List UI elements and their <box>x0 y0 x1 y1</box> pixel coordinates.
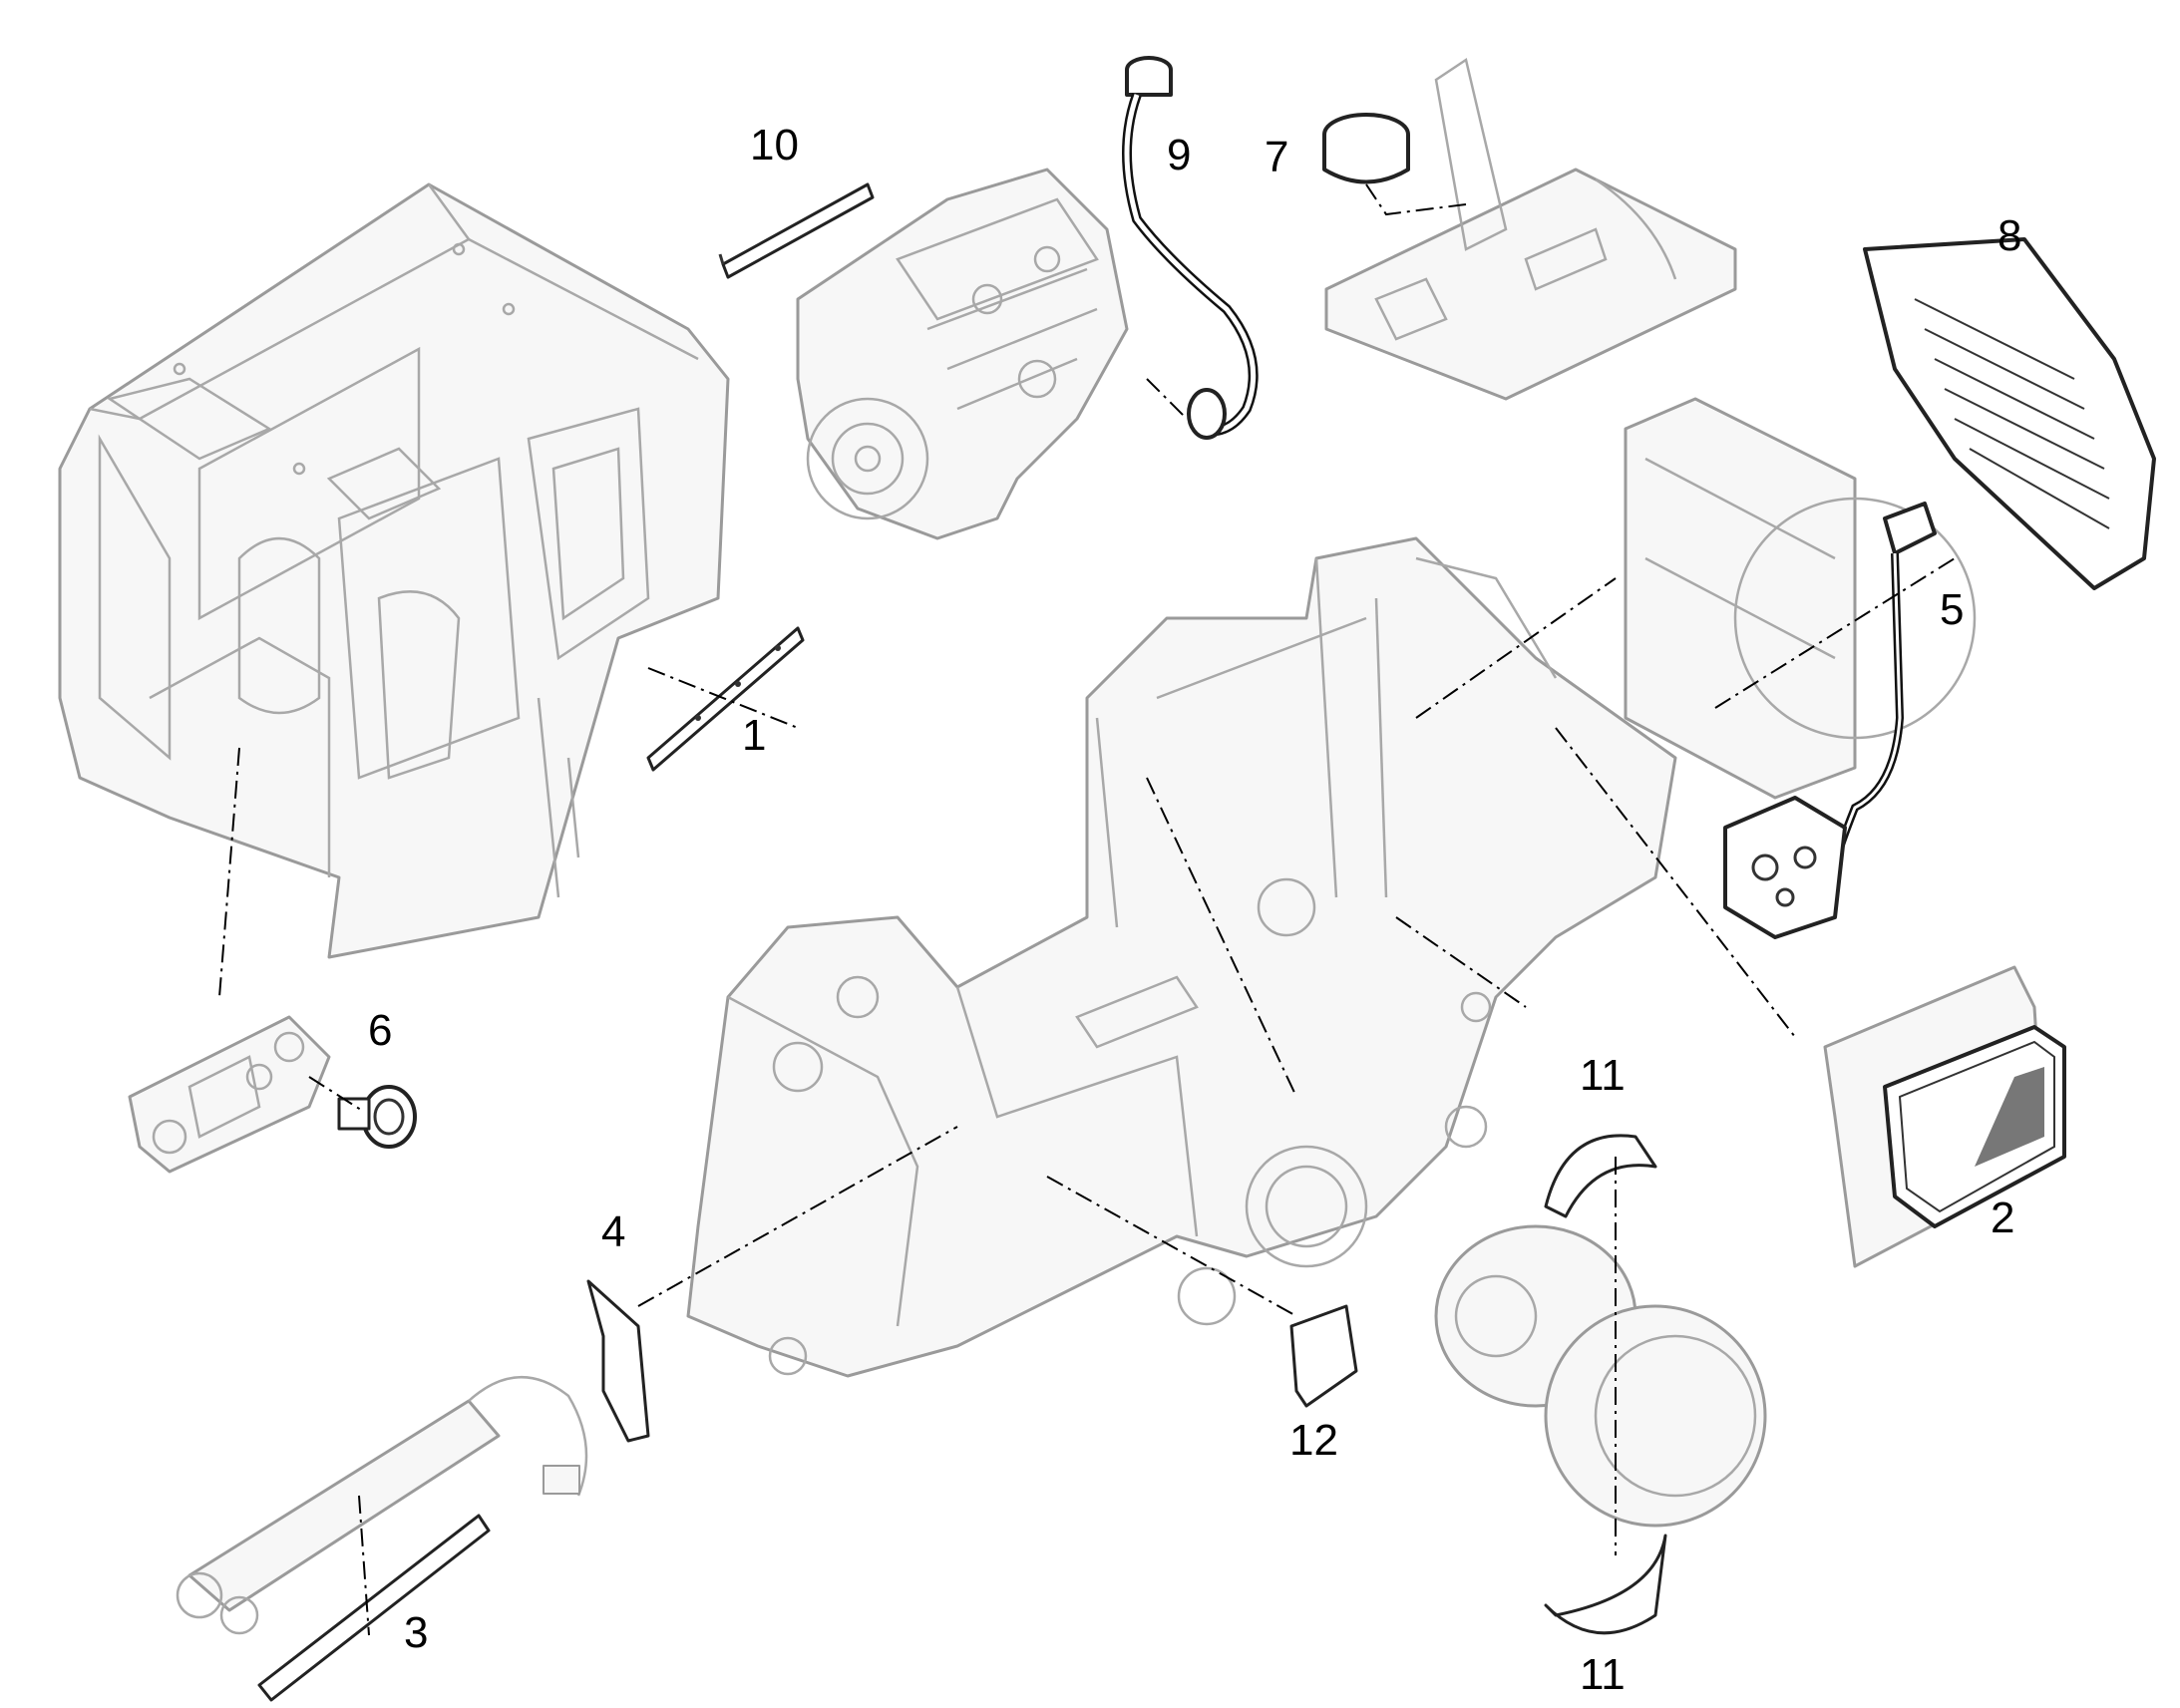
part-4-bracket <box>586 1279 650 1443</box>
part-2-display <box>1883 1025 2066 1228</box>
part-11-top-clamp <box>1544 1134 1657 1218</box>
label-9: 9 <box>1167 131 1191 179</box>
part-12-bracket <box>1289 1304 1358 1408</box>
label-5: 5 <box>1940 585 1964 634</box>
label-2: 2 <box>1991 1194 2014 1242</box>
part-7-cap <box>1322 113 1410 184</box>
part-11-bottom-clamp <box>1544 1534 1667 1635</box>
callout-labels: 1 2 3 4 5 6 7 8 9 10 11 11 12 <box>368 121 2021 1699</box>
part-3-cylinder <box>176 1375 588 1635</box>
label-4: 4 <box>601 1207 625 1256</box>
label-1: 1 <box>742 711 766 760</box>
leader-lines <box>218 183 1956 1636</box>
part-6-knob <box>337 1085 417 1149</box>
radiator <box>1624 397 1977 800</box>
part-6-control-panel <box>128 1015 331 1174</box>
main-frame <box>686 536 1677 1378</box>
label-10: 10 <box>750 121 799 170</box>
label-6: 6 <box>368 1006 392 1055</box>
part-9-hose <box>1122 56 1259 440</box>
label-7: 7 <box>1265 133 1288 181</box>
part-11-drive <box>1434 1224 1767 1528</box>
label-8: 8 <box>1998 211 2021 260</box>
part-10-strip <box>718 182 875 279</box>
label-11-top: 11 <box>1580 1051 1626 1100</box>
valve-block <box>1723 796 1847 939</box>
part-8-grille <box>1863 237 2156 590</box>
label-12: 12 <box>1289 1416 1338 1465</box>
part-3-strip <box>257 1514 491 1702</box>
cab-assembly <box>58 182 730 959</box>
engine-block <box>796 168 1129 540</box>
label-11-bottom: 11 <box>1580 1650 1626 1699</box>
console-cover <box>1324 57 1737 401</box>
label-3: 3 <box>404 1608 428 1657</box>
